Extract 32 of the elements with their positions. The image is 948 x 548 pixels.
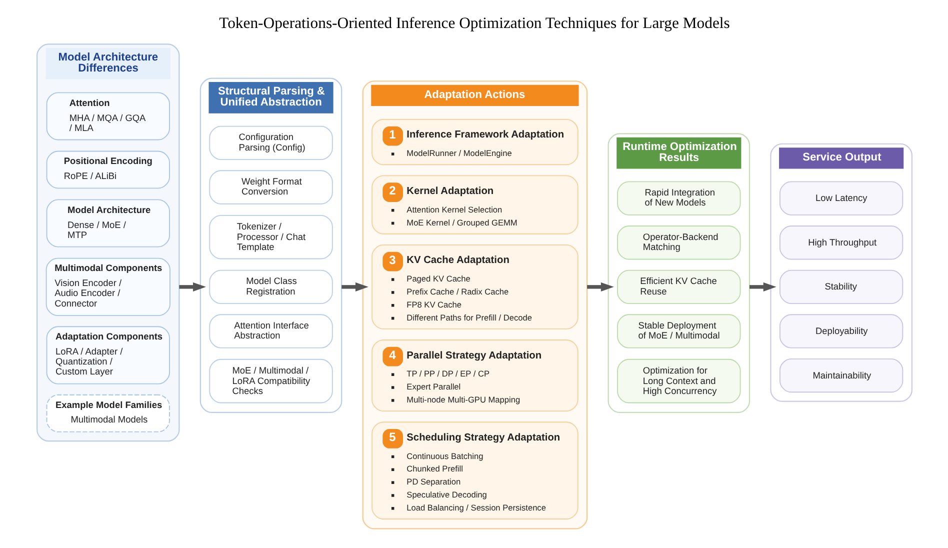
- node-box: Adaptation Components LoRA / Adapter / Quantization / Custom Layer: [46, 326, 170, 384]
- arrow: [178, 282, 206, 292]
- node-box: 3 KV Cache Adaptation Paged KV Cache Prefix Cache / Radix Cache FP8 KV Cache Different Paths for Prefill / Decode: [371, 244, 578, 330]
- node-box: Maintainability: [779, 358, 903, 393]
- node-box: 4 Parallel Strategy Adaptation TP / PP / DP / EP / CP Expert Parallel Multi-node Multi-GPU Mapping: [371, 340, 578, 412]
- node-box: 5 Scheduling Strategy Adaptation Continuous Batching Chunked Prefill PD Separation Speculative Decoding Load Balancing / Session Persistence: [371, 422, 578, 520]
- arrow: [749, 282, 776, 292]
- arrow: [341, 282, 368, 292]
- arrow: [586, 282, 614, 292]
- node-box: Attention Interface Abstraction: [208, 314, 332, 348]
- node-box: Operator-Backend Matching: [616, 226, 740, 260]
- node-box: Configuration Parsing (Config): [208, 126, 332, 160]
- node-box: Stable Deployment of MoE / Multimodal: [616, 314, 740, 348]
- node-box: Model Class Registration: [208, 270, 332, 304]
- node-box: Tokenizer / Processor / Chat Template: [208, 214, 332, 260]
- node-box: 1 Inference Framework Adaptation ModelRunner / ModelEngine: [371, 118, 578, 166]
- node-box: Attention MHA / MQA / GQA / MLA: [46, 92, 170, 140]
- diagram-title: Token-Operations-Oriented Inference Optimization Techniques for Large Models: [218, 15, 730, 32]
- node-box: Rapid Integration of New Models: [616, 181, 740, 216]
- node-box: High Throughput: [779, 226, 903, 260]
- node-box: Optimization for Long Context and High Concurrency: [616, 358, 740, 404]
- node-box: MoE / Multimodal / LoRA Compatibility Checks: [208, 358, 332, 404]
- node-box: Weight Format Conversion: [208, 170, 332, 204]
- node-box: Low Latency: [779, 181, 903, 216]
- node-box: Positional Encoding RoPE / ALiBi: [46, 150, 170, 189]
- node-box: Example Model Families Multimodal Models: [46, 394, 170, 432]
- node-box: Efficient KV Cache Reuse: [616, 270, 740, 304]
- node-box: Model Architecture Dense / MoE / MTP: [46, 199, 170, 248]
- node-box: Multimodal Components Vision Encoder / Audio Encoder / Connector: [45, 258, 170, 316]
- node-box: 2 Kernel Adaptation Attention Kernel Selection MoE Kernel / Grouped GEMM: [371, 175, 578, 234]
- node-box: Deployability: [779, 314, 903, 348]
- node-box: Stability: [779, 270, 903, 304]
